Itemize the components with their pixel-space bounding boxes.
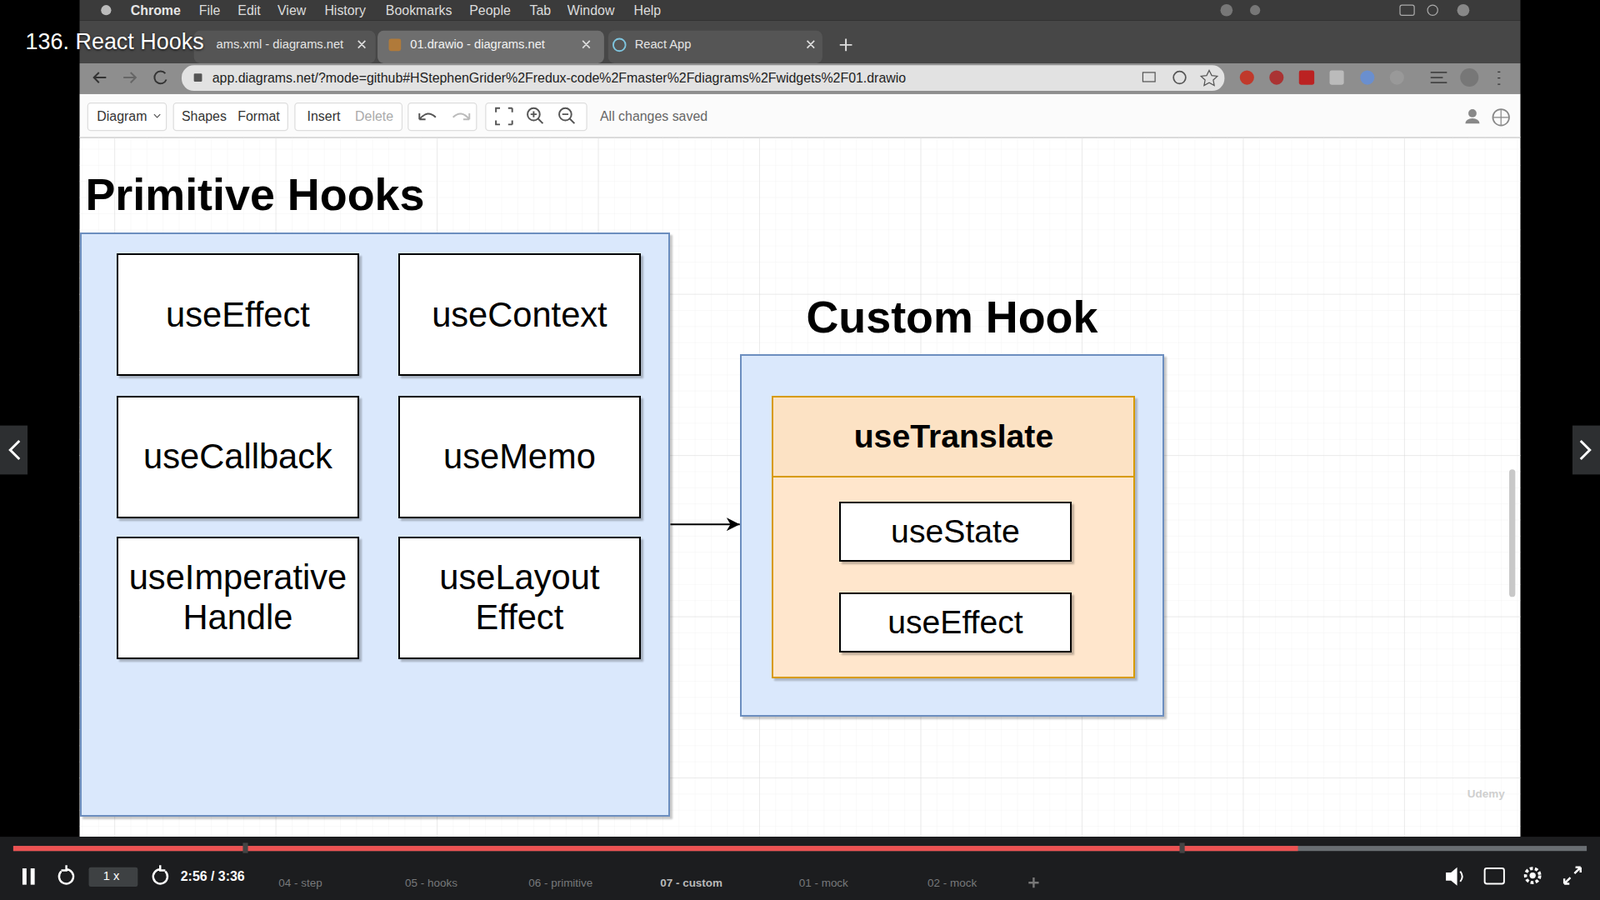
video-controls	[0, 836, 1600, 900]
group-panel: Custom HookuseTranslateuseStateuseEffect	[740, 354, 1165, 717]
menu-item: People	[469, 2, 511, 19]
tab-title: React App	[635, 37, 692, 53]
menu-item: Bookmarks	[385, 2, 453, 19]
tab-title: ams.xml - diagrams.net	[216, 37, 345, 53]
chapter-tab: 05 - hooks	[405, 876, 458, 890]
group-panel: Primitive HooksuseEffectuseContextuseCal…	[80, 232, 671, 816]
hook-name: useContext	[423, 295, 615, 335]
hook-name: useCallback	[135, 436, 340, 477]
menu-item: History	[324, 2, 366, 19]
group-heading: Primitive Hooks	[85, 170, 425, 220]
speed-button: 1 x	[103, 869, 120, 885]
time-display: 2:56 / 3:36	[180, 868, 245, 885]
hook-box: useImperative Handle	[116, 536, 359, 660]
hook-box: useEffect	[116, 253, 359, 376]
group-heading: Custom Hook	[805, 292, 1098, 342]
address-bar	[80, 63, 1521, 95]
menu-item: Edit	[237, 2, 260, 19]
tab-title: 01.drawio - diagrams.net	[410, 37, 545, 53]
hook-box: useEffect	[839, 592, 1072, 653]
toolbar-button: Shapes	[181, 108, 227, 125]
hook-name: useEffect	[157, 295, 318, 335]
hook-box: useState	[839, 501, 1072, 562]
menu-item: Chrome	[130, 2, 181, 19]
menu-item: Tab	[530, 2, 552, 19]
save-status: All changes saved	[600, 108, 708, 125]
menu-item: View	[277, 2, 306, 19]
chapter-tab: 06 - primitive	[528, 876, 593, 890]
swimlane-container: useTranslate useState useEffect	[771, 395, 1135, 679]
chapter-tab: 01 - mock	[799, 876, 849, 890]
hook-name: useState	[882, 512, 1028, 550]
hook-box: useMemo	[398, 395, 640, 519]
toolbar-button: Diagram	[96, 108, 147, 125]
menu-item: Window	[567, 2, 615, 19]
editor-toolbar	[80, 94, 1521, 139]
chapter-tab: 07 - custom	[660, 876, 723, 890]
hook-name: useEffect	[879, 603, 1031, 641]
menu-bar	[80, 0, 1521, 20]
toolbar-button: Insert	[307, 108, 341, 125]
menu-item: Help	[633, 2, 661, 19]
hook-box: useCallback	[116, 395, 359, 519]
lane-heading: useTranslate	[773, 397, 1134, 479]
hook-name: useMemo	[435, 436, 604, 477]
watermark: Udemy	[1467, 787, 1505, 801]
hook-name: useLayout Effect	[400, 557, 639, 638]
drawing-canvas	[80, 137, 1521, 860]
tab-strip	[80, 20, 1521, 63]
hook-box: useContext	[398, 253, 640, 376]
chapter-tab: 04 - step	[278, 876, 322, 890]
arrow-connector	[670, 523, 740, 525]
hook-name: useImperative Handle	[118, 557, 357, 638]
toolbar-button: Format	[237, 108, 280, 125]
chapter-tab: 02 - mock	[927, 876, 977, 890]
video-title: 136. React Hooks	[25, 28, 205, 55]
toolbar-button: Delete	[355, 108, 394, 125]
hook-box: useLayout Effect	[398, 536, 640, 660]
menu-item: File	[199, 2, 221, 19]
url-text: app.diagrams.net/?mode=github#HStephenGr…	[212, 70, 906, 86]
